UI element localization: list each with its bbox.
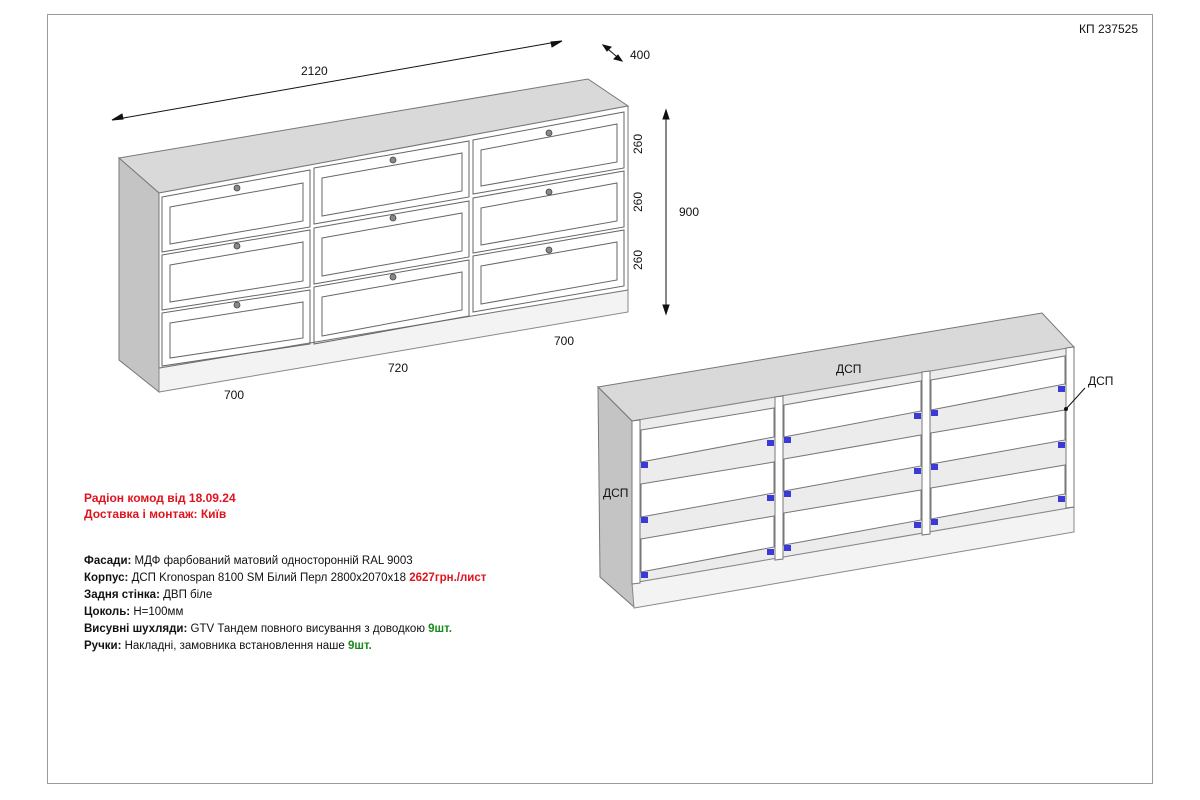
drawer-handles	[233, 129, 553, 309]
order-title: Радіон комод від 18.09.24	[84, 491, 236, 505]
dim-height: 900	[679, 205, 699, 219]
handle-icon	[389, 273, 397, 281]
drawer-front	[313, 140, 470, 225]
drawing-frame	[47, 14, 1153, 784]
handle-icon	[389, 156, 397, 164]
dim-section-right: 700	[554, 334, 574, 348]
order-delivery: Доставка і монтаж: Київ	[84, 507, 227, 521]
drawer-fronts	[161, 111, 625, 367]
drawer-front	[472, 229, 625, 313]
drawer-front-panel	[480, 241, 618, 305]
carcass-dividers	[631, 346, 1075, 585]
drawer-front-panel	[480, 182, 618, 246]
drawer-front-panel	[169, 241, 304, 303]
handle-icon	[545, 188, 553, 196]
handle-icon	[233, 301, 241, 309]
drawer-front-panel	[321, 152, 463, 217]
spec-facades: Фасади: МДФ фарбований матовий односторо…	[84, 555, 413, 567]
handle-icon	[545, 129, 553, 137]
spec-body: Корпус: ДСП Kronospan 8100 SM Білий Перл…	[84, 572, 487, 584]
document-id: КП 237525	[1079, 22, 1138, 36]
body-price: 2627грн./лист	[409, 572, 487, 584]
label-right-material: ДСП	[1088, 374, 1113, 388]
spec-handles: Ручки: Накладні, замовника встановлення …	[84, 640, 372, 652]
leader-dot	[1064, 407, 1068, 411]
leader-line	[1065, 387, 1086, 410]
dimension-lines	[111, 40, 670, 316]
dim-row-height-1: 260	[631, 134, 645, 154]
drawer-boxes	[640, 355, 1066, 573]
drawer-front-panel	[169, 301, 304, 359]
handle-icon	[389, 214, 397, 222]
handles-qty: 9шт.	[347, 640, 372, 652]
drawer-front-panel	[321, 212, 463, 277]
dresser-facade	[158, 105, 629, 369]
order-info: Радіон комод від 18.09.24 Доставка і мон…	[84, 490, 236, 522]
drawers-qty: 9шт.	[428, 623, 452, 635]
handle-icon	[545, 246, 553, 254]
spec-back: Задня стінка: ДВП біле	[84, 589, 213, 601]
spec-list: Фасади: МДФ фарбований матовий односторо…	[84, 553, 486, 655]
drawer-front	[313, 259, 470, 345]
dim-depth: 400	[630, 48, 650, 62]
dim-width: 2120	[301, 64, 328, 78]
label-left-material: ДСП	[603, 486, 628, 500]
drawer-front-panel	[480, 123, 618, 187]
drawer-runners	[641, 386, 1065, 578]
spec-plinth: Цоколь: Н=100мм	[84, 606, 184, 618]
drawer-front-panel	[169, 182, 304, 245]
drawer-front	[161, 289, 311, 367]
dim-section-left: 700	[224, 388, 244, 402]
dim-row-height-3: 260	[631, 250, 645, 270]
label-top-material: ДСП	[836, 362, 861, 376]
drawer-front-panel	[321, 271, 463, 337]
handle-icon	[233, 242, 241, 250]
drawer-front	[161, 169, 311, 253]
dim-section-middle: 720	[388, 361, 408, 375]
handle-icon	[233, 184, 241, 192]
drawer-front	[313, 200, 470, 285]
dim-row-height-2: 260	[631, 192, 645, 212]
drawer-front	[161, 229, 311, 311]
drawer-front	[472, 170, 625, 254]
spec-drawers: Висувні шухляди: GTV Тандем повного вису…	[84, 623, 452, 635]
drawer-front	[472, 111, 625, 195]
